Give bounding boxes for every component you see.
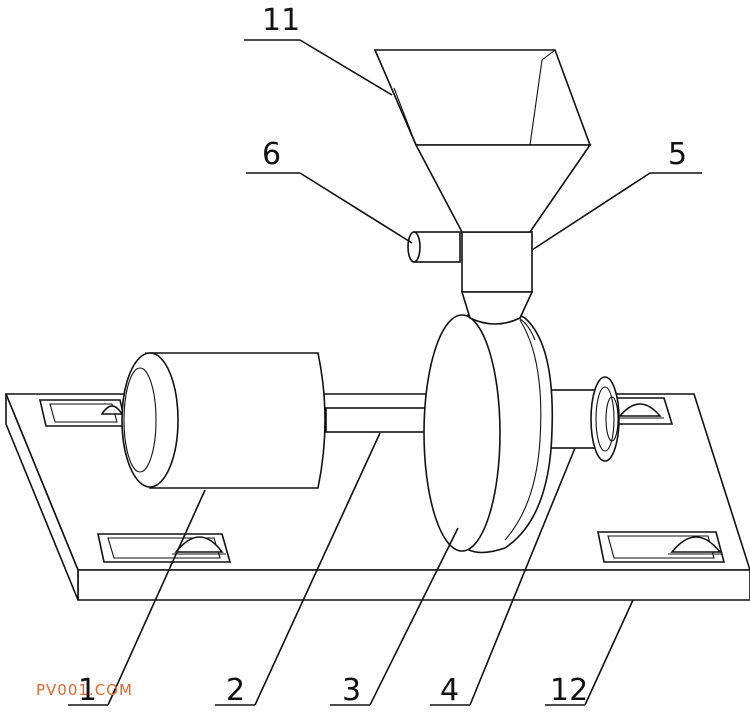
side-nozzle [407, 231, 461, 263]
mount-slot-rear-left [38, 399, 128, 427]
leader-lines [68, 39, 702, 706]
label-4: 4 [440, 673, 459, 708]
rear-bearing-housing [544, 376, 620, 462]
label-12: 12 [550, 673, 588, 708]
watermark: PV001.COM [36, 681, 133, 699]
mount-slot-front-left [97, 533, 232, 563]
feed-neck [460, 231, 534, 325]
label-1: 1 [78, 673, 97, 708]
label-5: 5 [668, 137, 687, 172]
label-3: 3 [342, 673, 361, 708]
label-11: 11 [262, 3, 300, 38]
label-2: 2 [226, 673, 245, 708]
mount-slot-front-right [597, 531, 726, 563]
hopper [373, 49, 592, 233]
crusher-housing [423, 307, 554, 554]
label-6: 6 [262, 137, 281, 172]
motor [121, 352, 326, 489]
